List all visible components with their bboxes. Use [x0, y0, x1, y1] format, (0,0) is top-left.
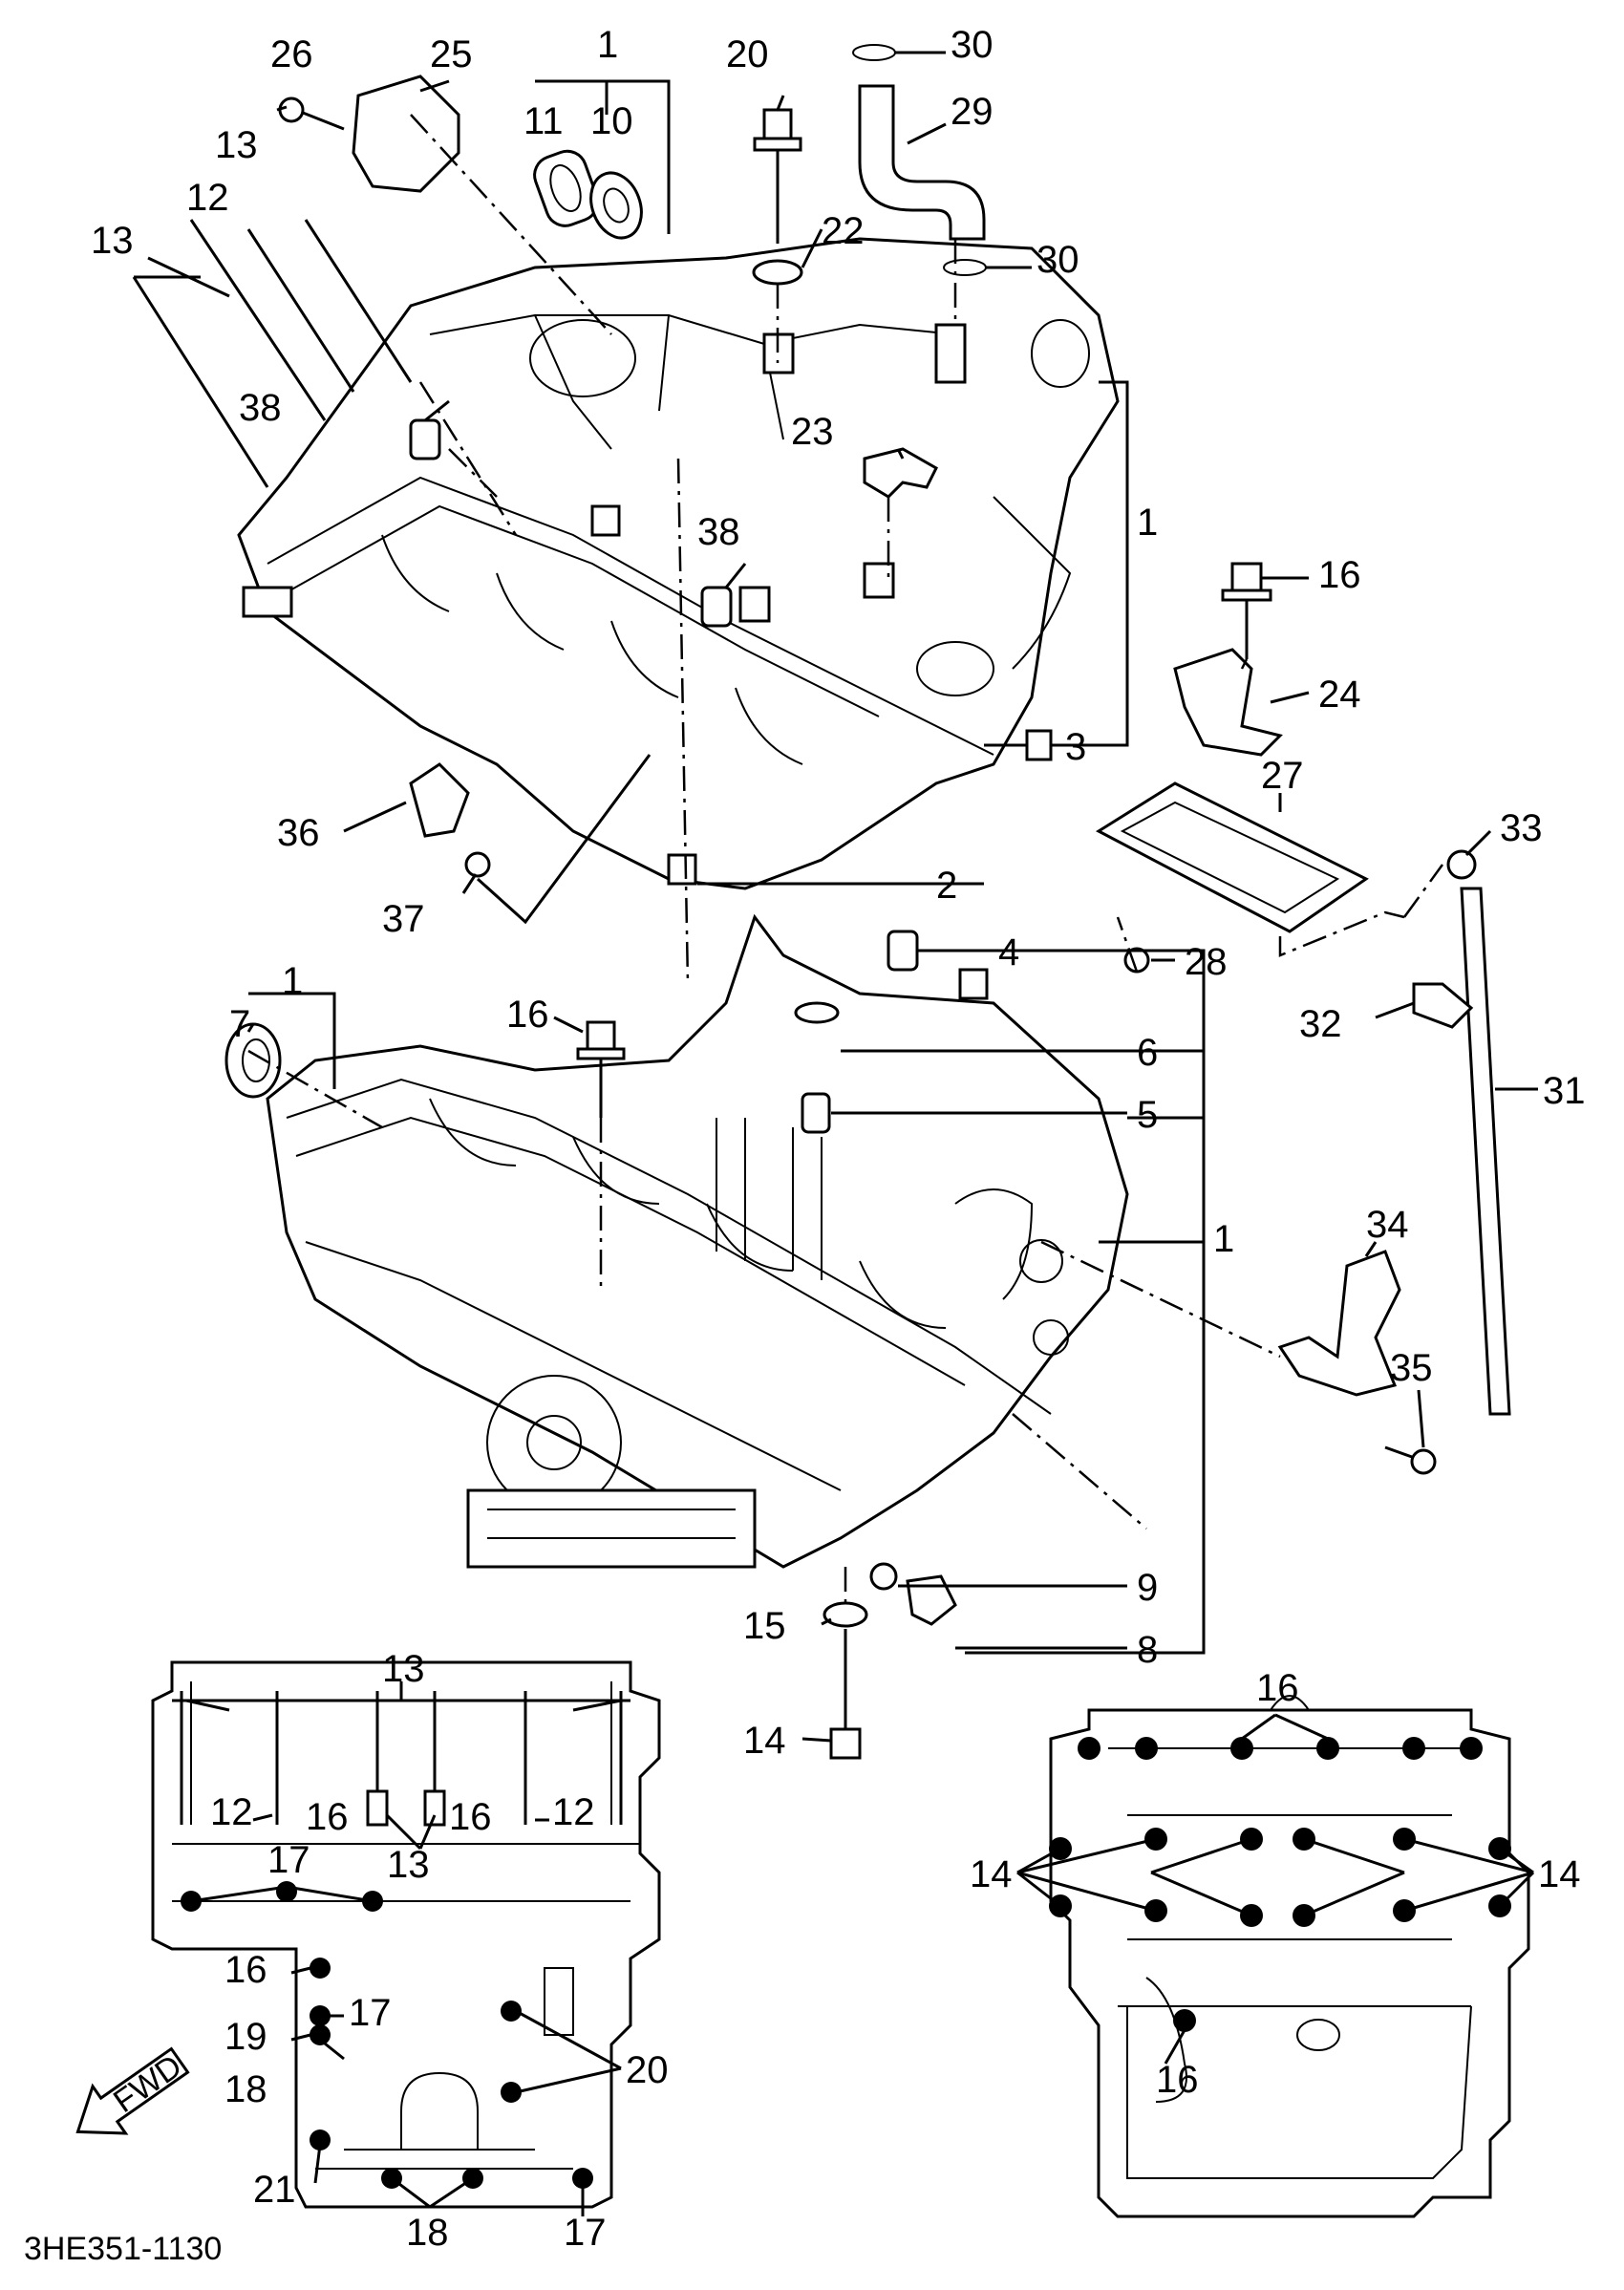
upper-crankcase — [237, 237, 1120, 1000]
callout-22: 22 — [822, 210, 865, 252]
tightening-sequence-left — [151, 1660, 661, 2216]
callout-32: 32 — [1299, 1003, 1342, 1045]
drawing-code: 3HE351-1130 — [24, 2231, 222, 2267]
callout-15: 15 — [743, 1605, 786, 1647]
callout-19: 19 — [224, 2016, 267, 2058]
callout-14c: 14 — [1538, 1853, 1581, 1895]
callout-3: 3 — [1065, 726, 1086, 768]
callout-9: 9 — [1137, 1567, 1158, 1609]
callout-38a: 38 — [239, 387, 282, 429]
callout-14a: 14 — [743, 1720, 786, 1762]
callout-6: 6 — [1137, 1032, 1158, 1074]
small-parts — [224, 44, 1511, 1760]
callout-20b: 20 — [626, 2049, 669, 2091]
callout-27: 27 — [1261, 755, 1304, 797]
stud-bolts — [132, 219, 413, 488]
callout-35: 35 — [1390, 1347, 1433, 1389]
callout-16a: 16 — [1318, 554, 1361, 596]
callout-26: 26 — [270, 33, 313, 75]
callout-12c: 12 — [552, 1791, 595, 1833]
callout-4: 4 — [998, 931, 1019, 974]
callout-1d: 1 — [1213, 1218, 1234, 1260]
callout-18a: 18 — [224, 2068, 267, 2110]
callout-5: 5 — [1137, 1094, 1158, 1136]
callout-30a: 30 — [951, 24, 994, 66]
callout-28: 28 — [1185, 941, 1228, 983]
callout-36: 36 — [277, 812, 320, 854]
callout-23: 23 — [791, 411, 834, 453]
callout-18b: 18 — [406, 2212, 449, 2254]
callout-8: 8 — [1137, 1629, 1158, 1671]
callout-1c: 1 — [282, 960, 303, 1002]
callout-37: 37 — [382, 898, 425, 940]
callout-20a: 20 — [726, 33, 769, 75]
callout-2: 2 — [936, 865, 957, 907]
callout-34: 34 — [1366, 1204, 1409, 1246]
callout-29: 29 — [951, 91, 994, 133]
callout-1b: 1 — [1137, 502, 1158, 544]
callout-30b: 30 — [1036, 239, 1079, 281]
callout-16g: 16 — [1156, 2059, 1199, 2101]
callout-25: 25 — [430, 33, 473, 75]
callout-16d: 16 — [449, 1796, 492, 1838]
callout-21: 21 — [253, 2169, 296, 2211]
dashed-alignment-lines — [247, 114, 1444, 1605]
fwd-arrow: FWD — [75, 2046, 190, 2135]
callout-13c: 13 — [382, 1648, 425, 1690]
callout-labels: 26 25 1 11 10 20 30 29 22 30 13 12 13 38… — [91, 24, 1586, 2254]
callout-16f: 16 — [1256, 1667, 1299, 1709]
tightening-sequence-right — [1016, 1695, 1535, 2218]
callout-12b: 12 — [210, 1791, 253, 1833]
callout-1a: 1 — [597, 24, 618, 66]
callout-10: 10 — [590, 100, 633, 142]
callout-38b: 38 — [697, 511, 740, 553]
callout-17b: 17 — [349, 1992, 392, 2034]
callout-13d: 13 — [387, 1844, 430, 1886]
callout-7: 7 — [229, 1003, 250, 1045]
callout-17c: 17 — [564, 2212, 607, 2254]
callout-11: 11 — [524, 100, 564, 142]
lower-crankcase — [266, 913, 1129, 1569]
callout-16e: 16 — [224, 1949, 267, 1991]
callout-13b: 13 — [91, 220, 134, 262]
callout-12a: 12 — [186, 177, 229, 219]
callout-24: 24 — [1318, 674, 1361, 716]
callout-16c: 16 — [306, 1796, 349, 1838]
callout-13a: 13 — [215, 124, 258, 166]
callout-31: 31 — [1543, 1070, 1586, 1112]
callout-14b: 14 — [970, 1853, 1013, 1895]
callout-17a: 17 — [267, 1839, 310, 1881]
callout-33: 33 — [1500, 807, 1543, 849]
callout-16b: 16 — [506, 994, 549, 1036]
